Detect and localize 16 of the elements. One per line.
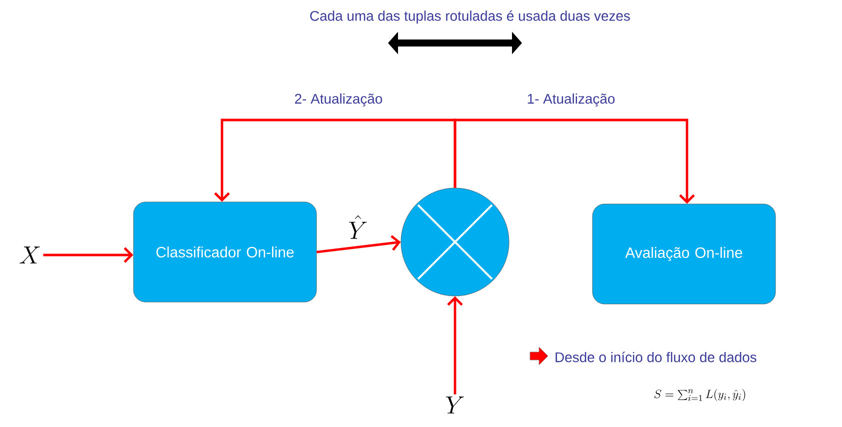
variable-symbol: $Y$ xyxy=(446,396,464,414)
arrow xyxy=(43,247,134,263)
edge-label: 2- Atualização xyxy=(293,92,384,108)
note-text: Cada uma das tuplas rotuladas é usada duas vezes xyxy=(310,10,630,24)
arrow xyxy=(454,118,695,204)
edge-label: $\hat{Y}$ xyxy=(347,214,369,240)
arrow xyxy=(316,235,401,254)
process-box: Avaliação On-line xyxy=(592,204,776,304)
edge-label: 1- Atualização xyxy=(526,92,616,108)
arrow xyxy=(447,296,463,394)
variable-symbol: $X$ xyxy=(20,246,40,264)
arrow xyxy=(214,118,456,202)
formula: $S = \sum_{i=1}^{n} L( y_i, \hat{y}_i )$ xyxy=(654,389,746,402)
process-box: Classificador On-line xyxy=(133,202,317,302)
comparator-circle xyxy=(400,188,510,296)
note-text: Desde o início do fluxo de dados xyxy=(556,352,756,362)
